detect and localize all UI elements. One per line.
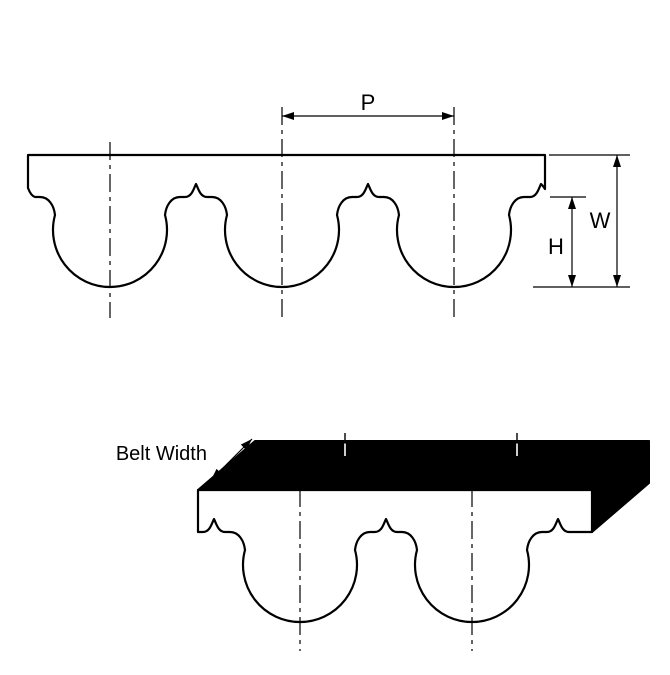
height-label: H [548, 234, 564, 259]
belt-width-arrow [210, 438, 253, 481]
belt-3d-front-profile [196, 488, 594, 624]
width-label: W [590, 208, 611, 233]
belt-3d-end-face [591, 440, 650, 533]
belt-3d-top-face [197, 440, 650, 491]
belt-width-label: Belt Width [116, 443, 207, 465]
belt-cross-section-profile [26, 153, 547, 289]
pitch-label: P [361, 90, 376, 115]
